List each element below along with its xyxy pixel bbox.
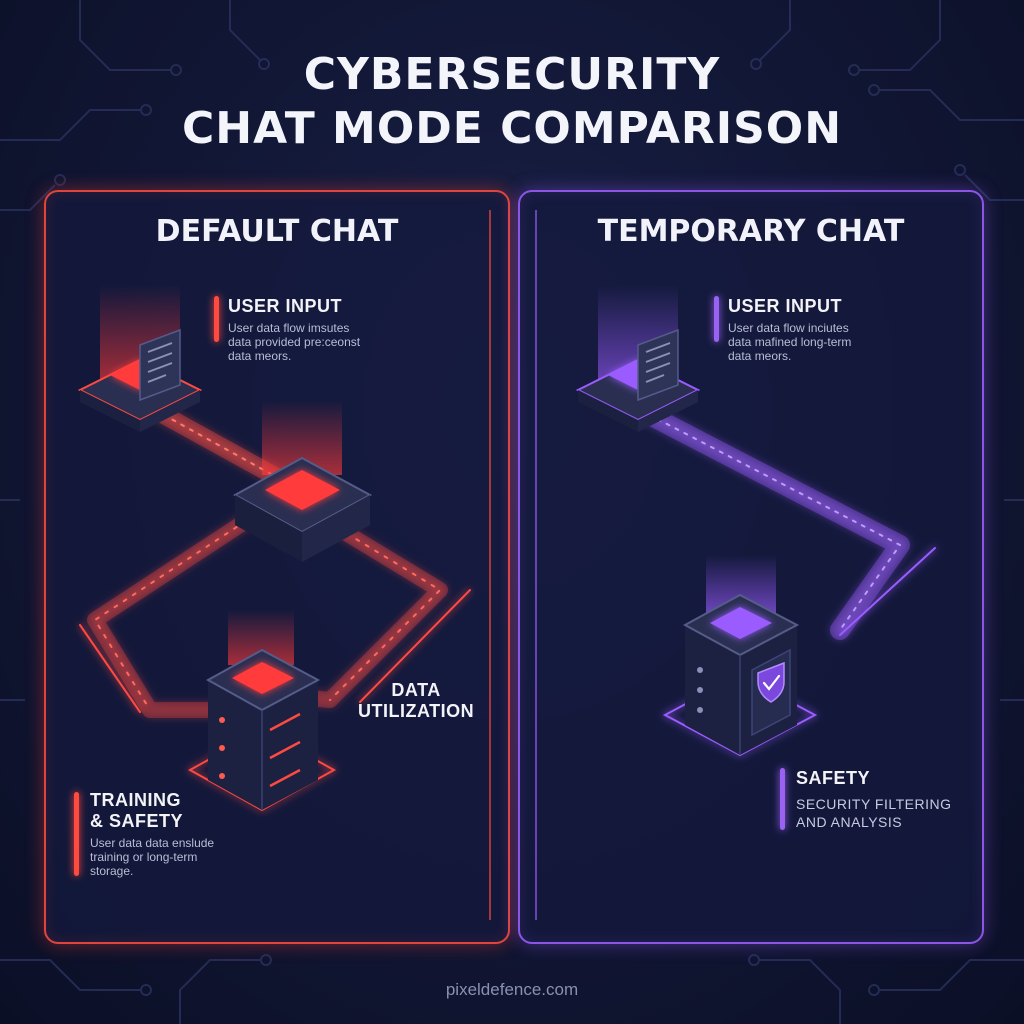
title-line-1: CYBERSECURITY [303,49,721,100]
training-desc: User data data enslude training or long-… [90,836,215,878]
safety-desc: SECURITY FILTERING AND ANALYSIS [796,796,952,830]
default-user-input-heading: USER INPUT [228,296,343,316]
safety-label: SAFETY SECURITY FILTERING AND ANALYSIS [796,768,952,831]
page-title: CYBERSECURITY CHAT MODE COMPARISON [0,48,1024,156]
temp-user-input-desc: User data flow inciutes data mafined lon… [728,321,852,363]
safety-heading: SAFETY [796,768,871,788]
user-input-accent-bar [214,296,219,342]
data-utilization-label: DATA UTILIZATION [358,680,475,721]
default-user-input-label: USER INPUT User data flow imsutes data p… [228,296,360,363]
training-heading-line-2: & SAFETY [90,811,184,831]
training-accent-bar [74,792,79,876]
document-icon [77,285,203,432]
shield-check-icon [662,555,818,757]
server-stack-icon [187,610,337,812]
default-user-input-desc: User data flow imsutes data provided pre… [228,321,361,363]
default-chat-title: DEFAULT CHAT [155,214,399,249]
temp-user-input-heading: USER INPUT [728,296,843,316]
document-icon-temporary [575,285,701,432]
temp-user-input-accent-bar [714,296,719,342]
processor-chip-icon [232,400,373,562]
training-safety-label: TRAINING & SAFETY User data data enslude… [90,790,214,878]
title-line-2: CHAT MODE COMPARISON [181,103,843,154]
temp-user-input-label: USER INPUT User data flow inciutes data … [728,296,851,363]
safety-accent-bar [780,768,785,830]
training-heading-line-1: TRAINING [90,790,181,810]
footer-url: pixeldefence.com [445,980,579,999]
temporary-chat-title: TEMPORARY CHAT [597,214,905,249]
